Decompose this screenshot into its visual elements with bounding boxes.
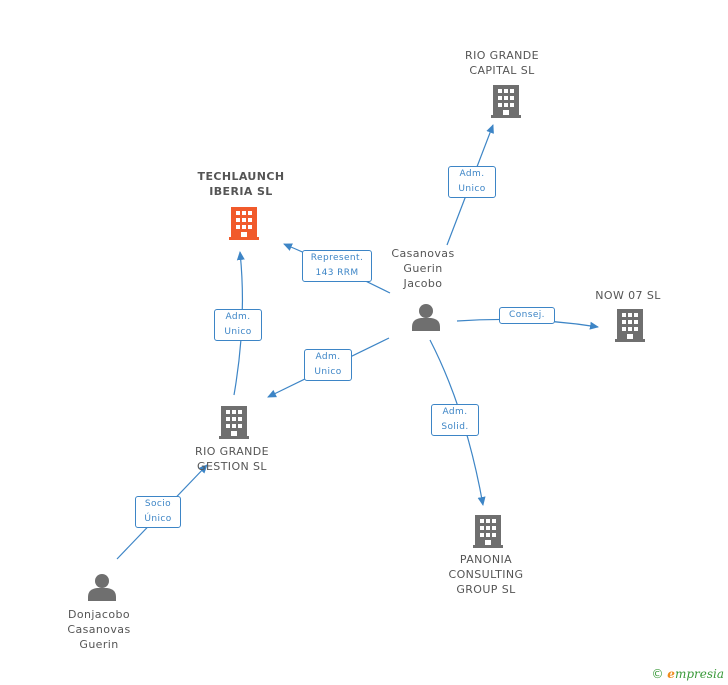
building-icon[interactable] [615,309,645,342]
node-label-casanovas[interactable]: Casanovas Guerin Jacobo [391,247,455,290]
node-label-rio-grande-capital[interactable]: RIO GRANDE CAPITAL SL [465,49,539,77]
edge-label-adm-solid: Adm. Solid. [431,404,479,436]
node-label-techlaunch[interactable]: TECHLAUNCH IBERIA SL [197,170,285,198]
edge-label-adm-unico-rio-gestion: Adm. Unico [304,349,352,381]
building-icon[interactable] [473,515,503,548]
building-icon[interactable] [491,85,521,118]
edge-label-socio-unico: Socio Único [135,496,181,528]
node-label-rio-grande-gestion[interactable]: RIO GRANDE GESTION SL [195,445,269,473]
edge-label-represent: Represent. 143 RRM [302,250,372,282]
node-label-donjacobo[interactable]: Donjacobo Casanovas Guerin [67,608,131,651]
logo-e: e [667,667,675,681]
building-icon-highlight[interactable] [229,207,259,240]
copyright-symbol: © [651,667,664,681]
edge-label-consej: Consej. [499,307,555,324]
empresia-logo: © empresia [651,667,724,681]
person-icon[interactable] [88,574,116,601]
node-label-now07[interactable]: NOW 07 SL [595,289,661,302]
building-icon[interactable] [219,406,249,439]
node-label-panonia[interactable]: PANONIA CONSULTING GROUP SL [448,553,524,596]
edge-label-adm-unico-techlaunch: Adm. Unico [214,309,262,341]
person-icon[interactable] [412,304,440,331]
logo-text: mpresia [674,667,724,681]
edge-label-adm-unico-rio-capital: Adm. Unico [448,166,496,198]
